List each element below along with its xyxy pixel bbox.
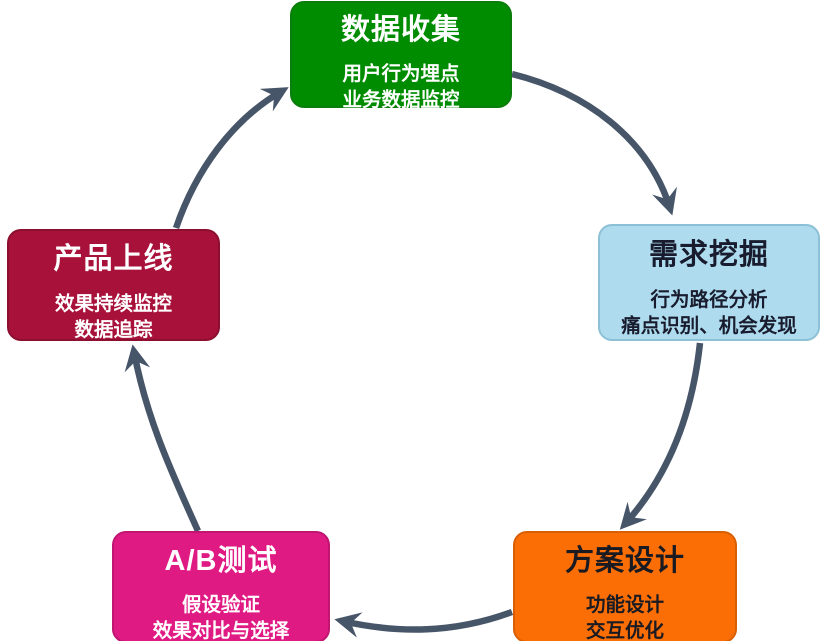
node-subtitle-line: 交互优化: [585, 620, 664, 641]
edge-data-collection-to-requirement-mining: [511, 70, 677, 216]
node-subtitle-line: 功能设计: [585, 594, 664, 616]
node-subtitle-line: 假设验证: [181, 594, 260, 616]
node-title: 方案设计: [564, 545, 685, 577]
edge-product-launch-to-data-collection: [172, 87, 289, 230]
edge-requirement-mining-to-solution-design: [619, 342, 704, 530]
node-subtitle: 功能设计 交互优化: [515, 592, 735, 641]
node-subtitle: 假设验证 效果对比与选择: [114, 592, 328, 641]
edge-ab-testing-to-product-launch: [124, 344, 201, 533]
node-title: 需求挖掘: [648, 239, 769, 271]
node-title: 产品上线: [53, 243, 174, 275]
node-title: 数据收集: [340, 14, 461, 46]
node-data-collection: 数据收集 用户行为埋点 业务数据监控: [290, 1, 512, 111]
node-ab-testing: A/B测试 假设验证 效果对比与选择: [112, 531, 330, 641]
node-requirement-mining: 需求挖掘 行为路径分析 痛点识别、机会发现: [598, 224, 820, 341]
node-subtitle-line: 效果持续监控: [54, 293, 172, 315]
node-subtitle-line: 数据追踪: [74, 319, 153, 341]
node-subtitle-line: 效果对比与选择: [152, 620, 290, 641]
node-title: A/B测试: [164, 545, 278, 577]
node-subtitle-line: 用户行为埋点: [342, 63, 460, 85]
node-subtitle: 行为路径分析 痛点识别、机会发现: [600, 287, 818, 339]
node-solution-design: 方案设计 功能设计 交互优化: [513, 531, 737, 641]
node-subtitle-line: 业务数据监控: [342, 89, 460, 111]
node-subtitle: 效果持续监控 数据追踪: [9, 291, 218, 343]
node-subtitle: 用户行为埋点 业务数据监控: [292, 61, 510, 113]
edge-solution-design-to-ab-testing: [334, 608, 514, 638]
node-subtitle-line: 行为路径分析: [650, 289, 768, 311]
node-subtitle-line: 痛点识别、机会发现: [621, 315, 797, 337]
node-product-launch: 产品上线 效果持续监控 数据追踪: [7, 229, 220, 341]
